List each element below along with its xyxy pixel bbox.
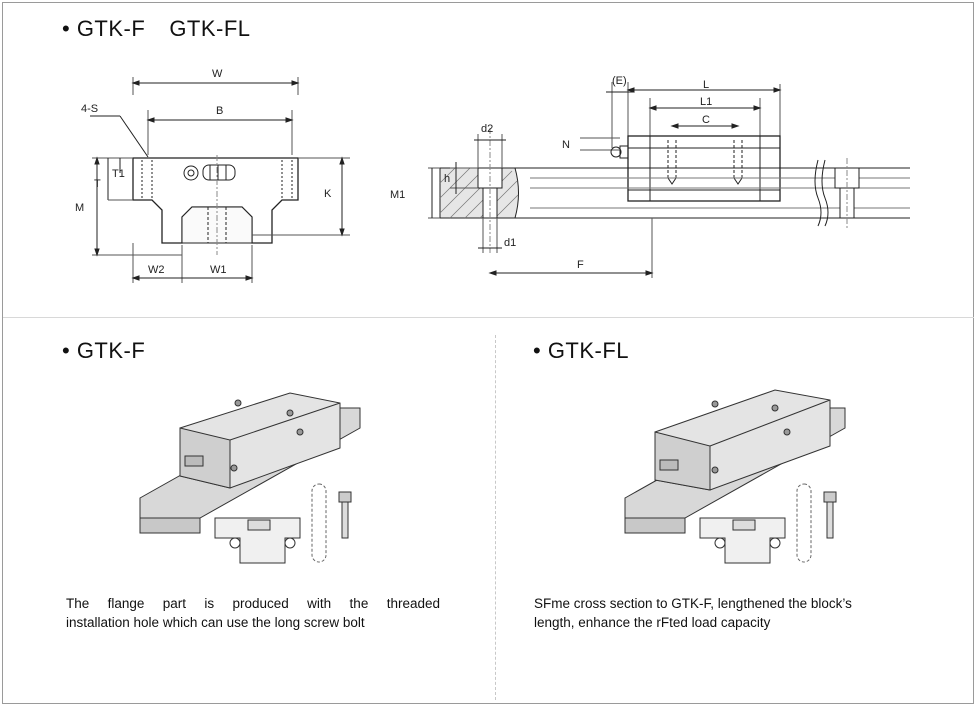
label-d2: d2 [481, 123, 493, 135]
panel-right-line-1: SFme cross section to GTK-F, lengthened … [534, 596, 852, 611]
label-W: W [212, 68, 223, 80]
panel-left-line-2: installation hole which can use the long… [66, 615, 365, 630]
label-N: N [562, 139, 570, 151]
panel-left-title: • GTK-F [62, 338, 146, 363]
label-W2: W2 [148, 264, 165, 276]
label-4-S: 4-S [81, 103, 98, 115]
section-divider [3, 317, 974, 318]
label-h: h [444, 173, 450, 185]
label-L: L [703, 79, 709, 91]
gtk-f-illustration [139, 392, 361, 564]
panel-right-title: • GTK-FL [533, 338, 630, 363]
label-M1: M1 [390, 189, 405, 201]
top-title: • GTK-F GTK-FL [62, 16, 251, 42]
cross-section-drawing: W B 4-S T T1 M K W2 W1 [75, 68, 350, 283]
label-E: (E) [612, 75, 627, 87]
label-M: M [75, 202, 84, 214]
label-K: K [324, 188, 332, 200]
label-L1: L1 [700, 96, 712, 108]
panel-left-line-1: The flange part is produced with the thr… [66, 596, 440, 611]
label-W1: W1 [210, 264, 227, 276]
panel-divider [495, 335, 496, 700]
title-gtk-f: • GTK-F [62, 16, 146, 41]
label-B: B [216, 105, 223, 117]
label-F: F [577, 259, 584, 271]
label-d1: d1 [504, 237, 516, 249]
side-view-drawing: (E) L L1 C N d2 h M1 d1 F [390, 75, 910, 278]
gtk-fl-illustration [624, 389, 846, 564]
label-T1: T1 [112, 168, 125, 180]
label-T: T [94, 178, 101, 190]
panel-left-description: The flange part is produced with the thr… [66, 594, 440, 632]
panel-right-description: SFme cross section to GTK-F, lengthened … [534, 594, 934, 632]
panel-right-line-2: length, enhance the rFted load capacity [534, 615, 771, 630]
title-gtk-fl: GTK-FL [169, 16, 251, 41]
label-C: C [702, 114, 710, 126]
